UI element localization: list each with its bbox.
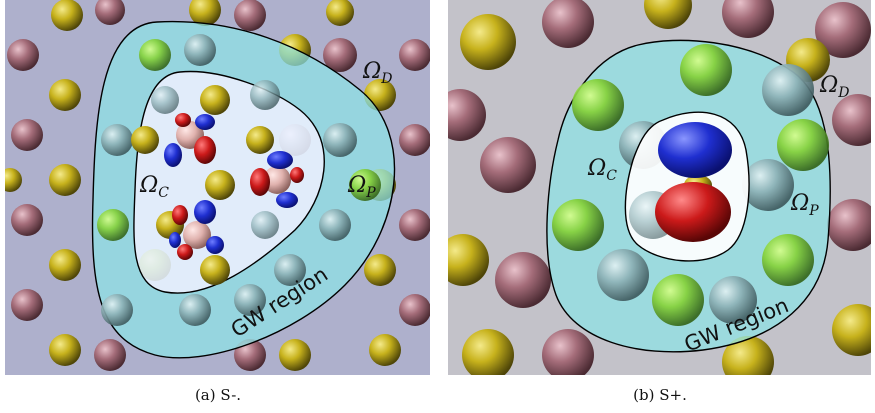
panel-b-s-plus: ΩD ΩC ΩP GW region <box>448 0 871 375</box>
background-atoms <box>448 0 871 375</box>
buffer-atoms <box>552 44 829 326</box>
omega-d-label: ΩD <box>819 73 849 101</box>
omega-c-label: ΩC <box>139 173 169 201</box>
omega-d-label: ΩD <box>362 59 392 87</box>
omega-p-label: ΩP <box>790 191 819 219</box>
panel-b-figure: ΩD ΩC ΩP GW region <box>448 0 871 375</box>
panel-a-s-minus: ΩD ΩC ΩP GW region <box>5 0 430 375</box>
core-atoms <box>131 80 280 285</box>
orbital-isosurfaces <box>629 122 732 242</box>
omega-p-label: ΩP <box>347 173 376 201</box>
orbital-isosurfaces <box>164 113 304 260</box>
caption-a: (a) S-. <box>194 386 242 404</box>
caption-b: (b) S+. <box>633 386 687 404</box>
panel-a-figure: ΩD ΩC ΩP GW region <box>5 0 430 371</box>
omega-c-label: ΩC <box>587 156 617 184</box>
